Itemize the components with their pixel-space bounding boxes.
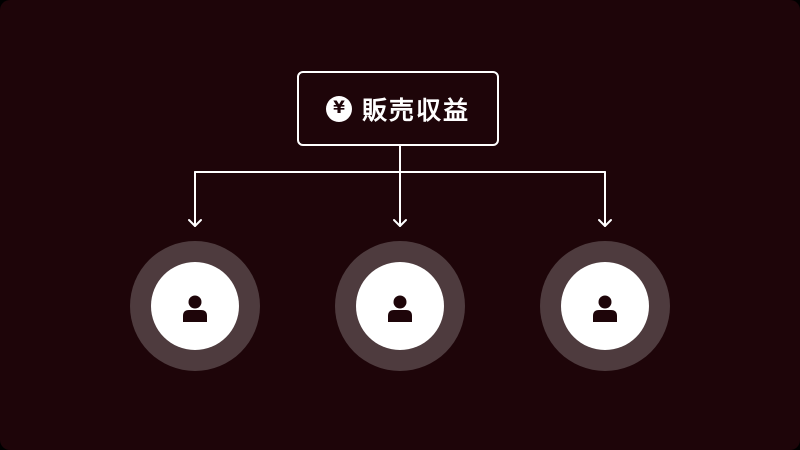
- arrowhead-center: [393, 219, 407, 227]
- yen-icon: ¥: [325, 95, 352, 122]
- recipient-node-1: [130, 241, 260, 371]
- arrowhead-right: [598, 219, 612, 227]
- person-icon: [388, 295, 412, 322]
- source-label: 販売収益: [361, 95, 470, 125]
- recipient-circle: [561, 262, 649, 350]
- arrowhead-left: [188, 219, 202, 227]
- recipient-circle: [151, 262, 239, 350]
- recipient-circle: [356, 262, 444, 350]
- recipient-node-3: [540, 241, 670, 371]
- recipient-node-2: [335, 241, 465, 371]
- person-icon: [183, 295, 207, 322]
- person-icon: [593, 295, 617, 322]
- source-node: ¥ 販売収益: [297, 71, 499, 146]
